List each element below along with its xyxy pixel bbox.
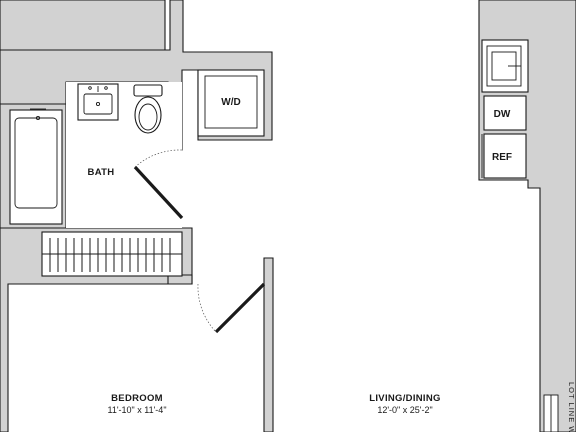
living-dimensions: 12'-0" x 25'-2"	[377, 405, 432, 415]
faucet-handle-right	[104, 86, 108, 90]
living-room-label: LIVING/DINING	[369, 393, 440, 404]
bath-room-label: BATH	[88, 167, 115, 178]
closet-shelf-hangers	[49, 238, 171, 272]
bath-door-swing	[134, 149, 183, 168]
washer-dryer-label: W/D	[221, 97, 240, 108]
bedroom-dimensions: 11'-10" x 11'-4"	[107, 405, 166, 415]
bathtub	[9, 109, 63, 225]
toilet-seat	[138, 103, 158, 131]
refrigerator-label: REF	[492, 152, 512, 163]
toilet-tank	[133, 84, 163, 97]
tub-drain-icon	[35, 115, 41, 121]
sink-drain-icon	[95, 101, 101, 107]
dishwasher-label: DW	[494, 109, 511, 120]
wall-top-left	[0, 0, 166, 51]
refrigerator	[483, 133, 527, 179]
sink-basin	[83, 93, 113, 115]
toilet-bowl	[134, 96, 162, 134]
bedroom-room-label: BEDROOM	[111, 393, 163, 404]
bedroom-door[interactable]	[214, 282, 266, 334]
dishwasher	[483, 95, 527, 131]
washer-dryer-closet	[197, 69, 265, 137]
bath-door[interactable]	[133, 165, 184, 220]
bedroom-door-swing	[197, 283, 217, 333]
faucet-handle-left	[88, 86, 92, 90]
wall-partition	[263, 257, 274, 433]
lot-line-label: LOT LINE W	[567, 382, 576, 432]
washer-dryer-unit	[204, 75, 258, 129]
